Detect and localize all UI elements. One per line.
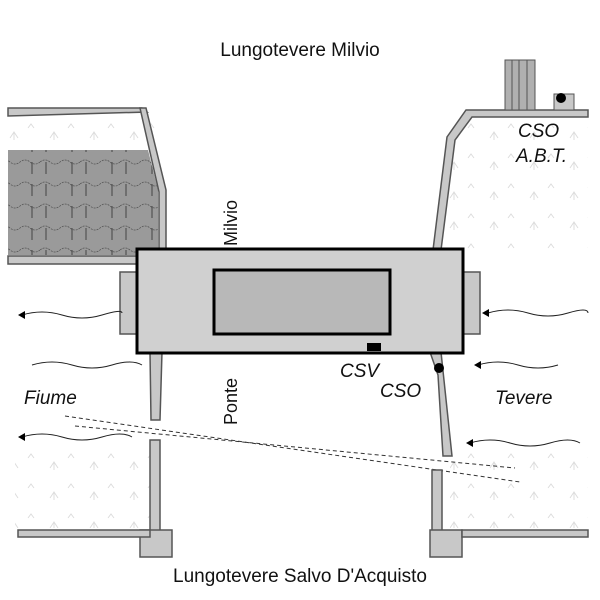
left-pier (17, 351, 173, 558)
water-flow-lines (21, 309, 589, 447)
bridge-name-upper: Milvio (221, 200, 241, 246)
cso-sensor-icon (434, 363, 444, 373)
right-abutment (461, 271, 481, 335)
bottom-street-label: Lungotevere Salvo D'Acquisto (173, 566, 427, 587)
cso-label: CSO (380, 381, 421, 402)
river-right-label: Tevere (495, 388, 552, 409)
river-left-label: Fiume (24, 388, 77, 409)
bridge-inner-section (212, 268, 392, 336)
pipeline (64, 415, 521, 483)
abt-building (504, 59, 575, 111)
left-abutment (119, 271, 139, 335)
left-bank-vegetation (8, 116, 158, 151)
flow-arrow-icons (18, 309, 489, 447)
cso-abt-label-line1: CSO (518, 121, 559, 142)
cso-abt-station-icon (556, 93, 566, 103)
bridge-name-lower: Ponte (221, 378, 241, 425)
top-street-label: Lungotevere Milvio (220, 40, 379, 61)
csv-sensor-icon (367, 343, 381, 351)
left-stone-embankment (8, 150, 158, 255)
lower-left-vegetation (15, 450, 150, 528)
bridge-deck (135, 247, 465, 355)
right-embankment-wall (432, 109, 589, 251)
right-bank-vegetation (445, 120, 588, 250)
cso-abt-label-line2: A.B.T. (515, 146, 567, 167)
right-pier (428, 351, 589, 558)
lower-right-vegetation (450, 450, 588, 528)
csv-label: CSV (340, 361, 381, 382)
